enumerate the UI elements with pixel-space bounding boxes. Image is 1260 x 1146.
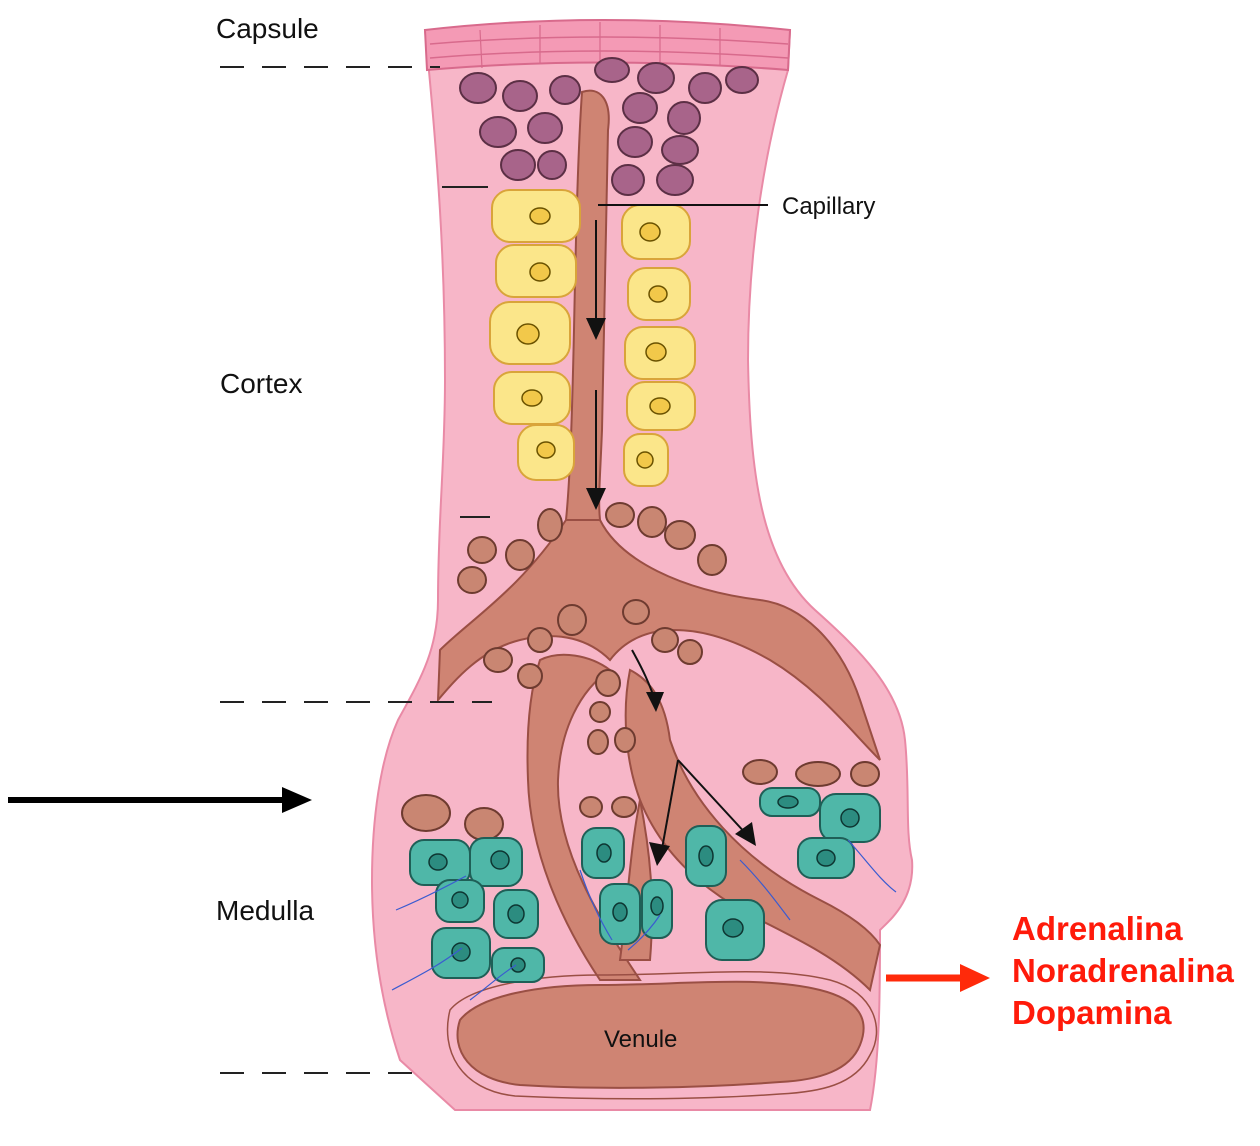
capillary-label: Capillary — [782, 193, 875, 220]
product-noradrenalina: Noradrenalina — [1012, 952, 1235, 989]
product-adrenalina: Adrenalina — [1012, 910, 1183, 947]
medulla-pointer-arrow — [8, 787, 312, 813]
cortex-label: Cortex — [220, 368, 302, 399]
product-dopamina: Dopamina — [1012, 994, 1172, 1031]
secretion-arrow — [886, 964, 990, 992]
capsule-label: Capsule — [216, 13, 319, 44]
medulla-label: Medulla — [216, 895, 314, 926]
venule-label: Venule — [604, 1026, 677, 1053]
